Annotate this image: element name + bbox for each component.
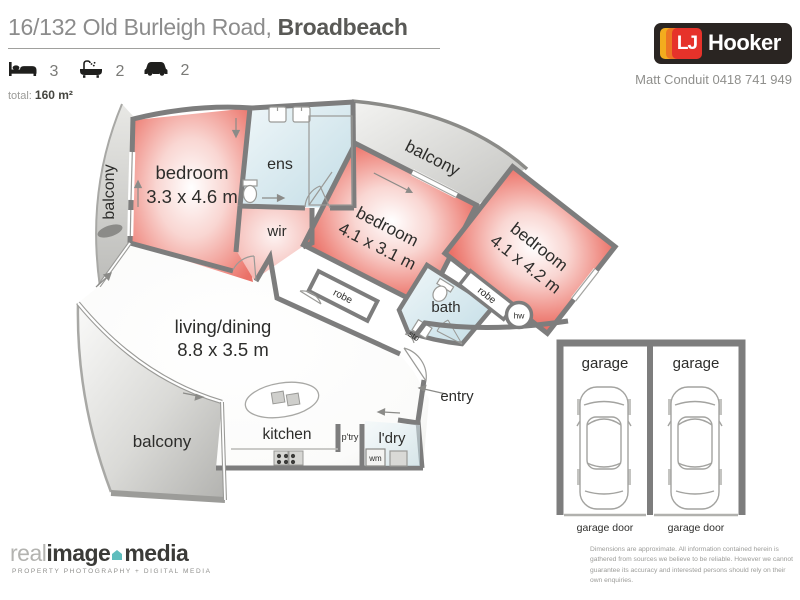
bedroom-1-label: bedroom — [155, 162, 228, 183]
garage-right-label: garage — [673, 355, 720, 372]
bed-icon — [8, 59, 38, 84]
address-street: 16/132 Old Burleigh Road, — [8, 14, 278, 40]
car-icon — [143, 59, 169, 82]
agent-contact: Matt Conduit 0418 741 949 — [635, 72, 792, 87]
bath-icon — [78, 59, 104, 84]
toilet-icon — [432, 277, 455, 302]
logo-hooker-text: Hooker — [708, 30, 781, 55]
slider-arrow-icon — [405, 186, 414, 193]
total-value: 160 m² — [34, 88, 73, 102]
total-area: total: 160 m² — [8, 88, 73, 102]
wir-label: wir — [266, 223, 286, 240]
logo-image: image — [46, 540, 111, 566]
logo-lj-mark: LJ — [672, 28, 702, 59]
car-outline-left — [576, 386, 632, 510]
garage-door-left-label: garage door — [577, 522, 634, 534]
balcony-left-room — [95, 103, 133, 288]
cars-count: 2 — [180, 61, 190, 79]
toilet-icon — [242, 179, 258, 204]
robe-1 — [305, 268, 381, 324]
entry-label: entry — [440, 388, 474, 405]
cars-feature: 2 — [143, 59, 189, 81]
baths-count: 2 — [115, 62, 125, 80]
garage-door-right-label: garage door — [668, 522, 725, 534]
living-label: living/dining — [175, 316, 272, 337]
wm-label: wm — [368, 454, 382, 463]
living-room — [78, 243, 429, 468]
address-suburb: Broadbeach — [277, 14, 408, 40]
beds-count: 3 — [49, 62, 59, 80]
balcony-top-room — [351, 99, 529, 206]
baths-feature: 2 — [78, 59, 124, 81]
bath-label: bath — [431, 299, 460, 316]
logo-media: media — [124, 540, 189, 566]
stove-icon — [273, 450, 304, 466]
living-dims: 8.8 x 3.5 m — [177, 339, 269, 360]
balcony-left-label: balcony — [101, 164, 118, 219]
kitchen-fixtures — [231, 381, 338, 466]
realimage-tagline: PROPERTY PHOTOGRAPHY + DIGITAL MEDIA — [12, 568, 212, 575]
house-icon — [111, 540, 123, 567]
realimage-logo: realimage media — [10, 540, 189, 567]
kitchen-label: kitchen — [262, 426, 311, 443]
garage-left-label: garage — [582, 355, 629, 372]
garage-block — [556, 339, 746, 517]
sink-icon — [285, 392, 301, 407]
pantry-label: p'try — [342, 432, 359, 442]
island-bench — [244, 381, 320, 419]
page-title: 16/132 Old Burleigh Road, Broadbeach — [8, 14, 440, 49]
hot-water-unit — [504, 300, 534, 330]
hw-label: hw — [514, 311, 526, 321]
ensuite-label: ens — [267, 156, 293, 173]
door-arcs — [232, 185, 427, 382]
laundry-fixtures — [365, 421, 420, 467]
bedroom-1-room — [130, 108, 253, 282]
direction-arrows — [95, 118, 447, 416]
ljhooker-logo: LJ Hooker — [654, 23, 792, 64]
total-label: total: — [8, 90, 35, 102]
beds-feature: 3 — [8, 59, 58, 81]
balcony-bottom-room — [76, 302, 226, 503]
ensuite-fixtures — [242, 106, 353, 206]
shower-icon — [308, 115, 353, 206]
car-outline-right — [667, 386, 723, 510]
plant-icon — [97, 224, 123, 238]
windows — [76, 151, 227, 501]
balcony-bottom-label: balcony — [133, 432, 192, 451]
sink-icon — [270, 390, 286, 405]
laundry-label: l'dry — [378, 430, 406, 447]
bedroom-1-dims: 3.3 x 4.6 m — [146, 186, 238, 207]
logo-real: real — [10, 540, 47, 566]
washing-machine-icon — [365, 448, 386, 467]
disclaimer: Dimensions are approximate. All informat… — [590, 546, 793, 585]
laundry-tub-icon — [389, 450, 408, 467]
